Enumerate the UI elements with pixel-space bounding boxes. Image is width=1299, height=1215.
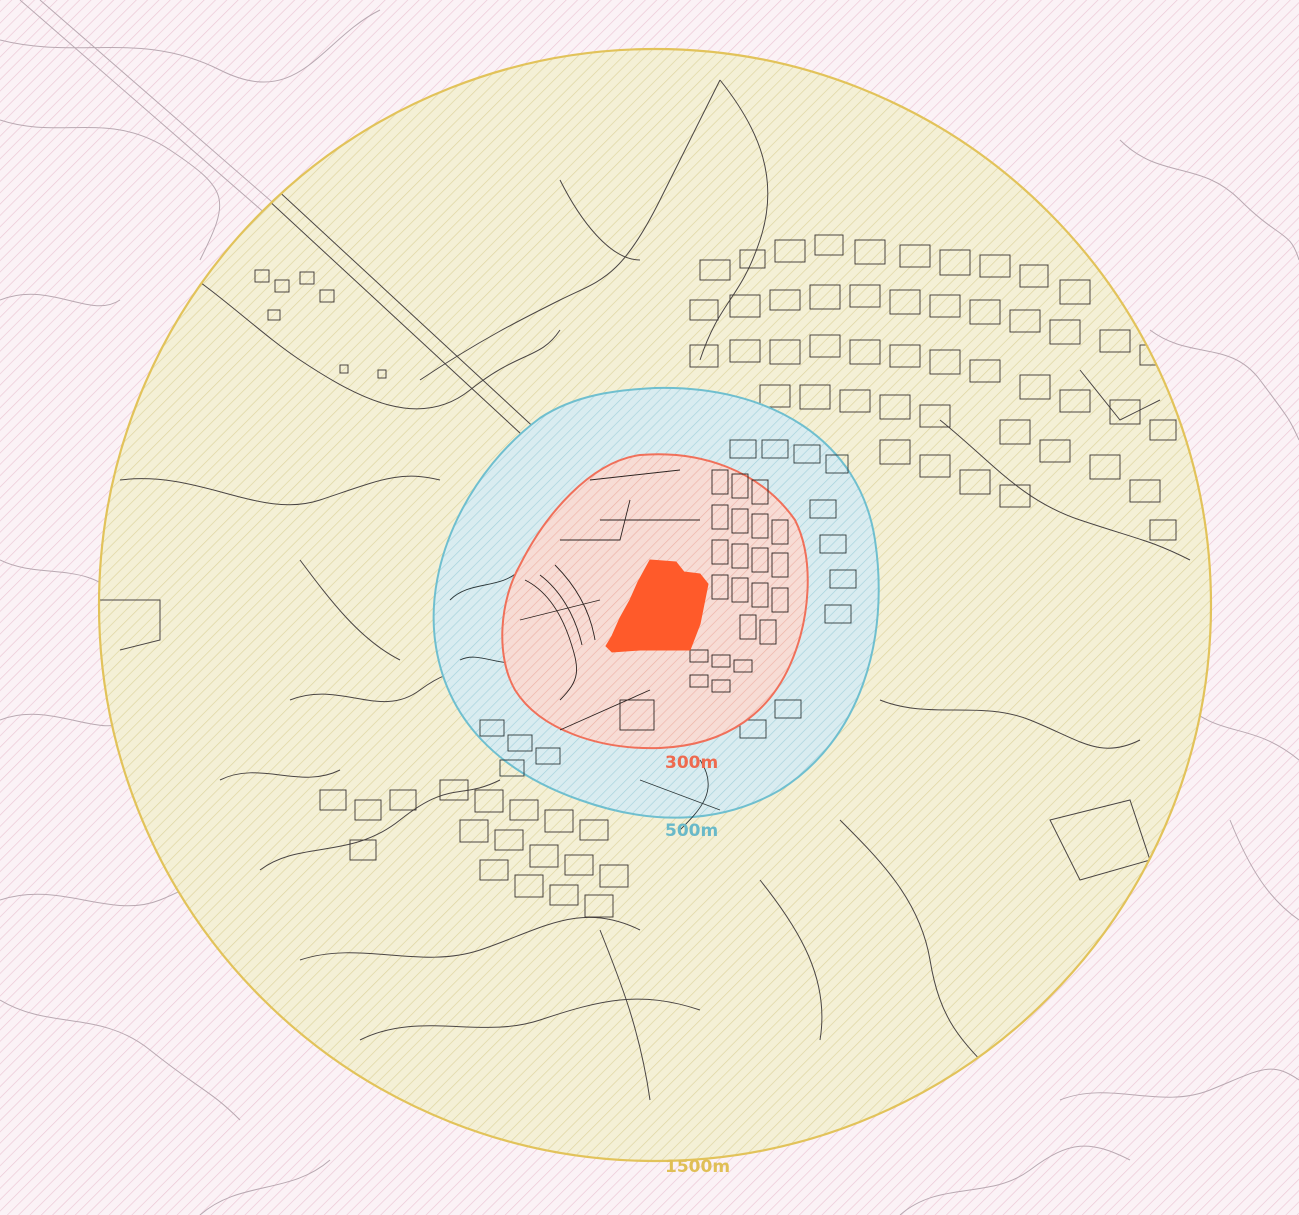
zone-300m-buildings bbox=[519, 469, 789, 731]
label-1500m: 1500m bbox=[665, 1157, 730, 1177]
project-site bbox=[605, 559, 709, 653]
building-blocks-west bbox=[254, 269, 387, 379]
building-blocks-sw bbox=[319, 779, 629, 918]
label-500m: 500m bbox=[665, 821, 718, 841]
zone-500m-buildings bbox=[449, 439, 857, 831]
zone-1500m-boundary bbox=[97, 47, 1213, 1163]
label-300m: 300m bbox=[665, 753, 718, 773]
building-blocks-ne bbox=[689, 234, 1177, 541]
